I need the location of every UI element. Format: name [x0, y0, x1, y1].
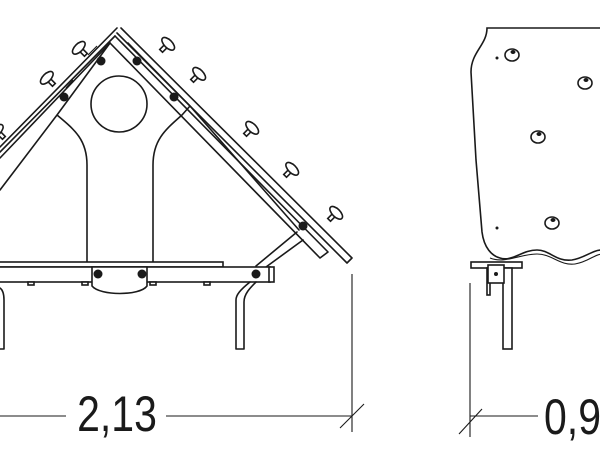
side-view: 0,9	[458, 27, 600, 445]
gable-plate	[0, 42, 300, 263]
bolt-dots	[59, 56, 308, 279]
beam-end-cap	[268, 266, 275, 283]
panel-holds	[495, 48, 593, 230]
leg-left	[0, 287, 5, 350]
width-dimension-label: 2,13	[77, 386, 157, 442]
roof-left-board	[0, 27, 118, 159]
side-bracket	[470, 261, 523, 350]
front-view: 2,13	[0, 27, 365, 442]
width-dimension: 2,13	[0, 274, 365, 442]
support-strut	[255, 231, 304, 268]
beam-clamp	[91, 266, 148, 295]
beam-fasteners	[27, 281, 211, 286]
climbing-holds	[0, 36, 344, 223]
climbing-panel	[470, 27, 600, 261]
depth-dimension: 0,9	[458, 283, 600, 445]
panel-bottom-edge	[489, 253, 600, 265]
depth-dimension-label: 0,9	[544, 389, 600, 445]
roof-right-board	[109, 27, 353, 264]
leg-right	[235, 281, 257, 350]
plate-hole	[90, 75, 148, 133]
